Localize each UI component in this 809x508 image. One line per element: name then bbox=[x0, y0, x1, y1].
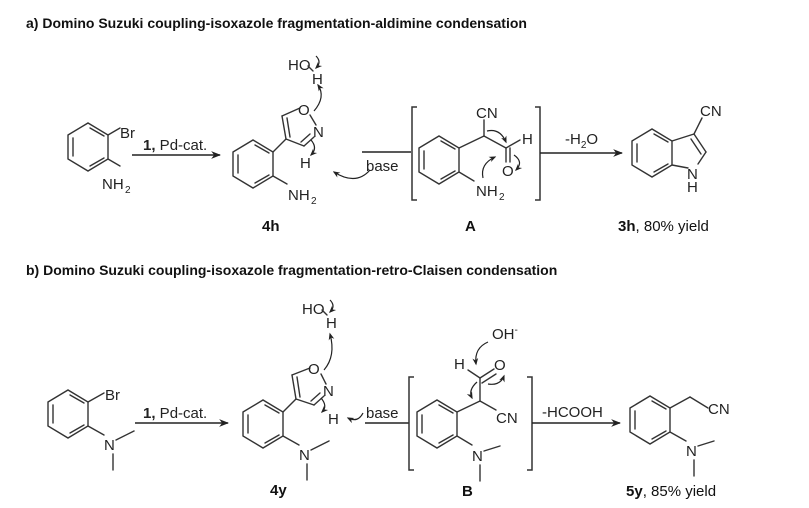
scheme-b-step1: 1, Pd-cat. bbox=[135, 405, 229, 427]
benzene-ring bbox=[67, 122, 109, 172]
curly-arrow-icon bbox=[320, 397, 329, 414]
water-HO: HO bbox=[302, 301, 325, 318]
curly-arrow-icon bbox=[481, 156, 497, 179]
compound-label: A bbox=[465, 218, 476, 235]
amine-label: N bbox=[299, 447, 310, 464]
benzene-ring bbox=[631, 128, 673, 178]
scheme-b-step3: -HCOOH bbox=[532, 404, 621, 427]
cyano-label: CN bbox=[496, 410, 518, 427]
scheme-a-step1: 1, Pd-cat. bbox=[132, 137, 221, 159]
curly-arrow-icon bbox=[487, 374, 505, 385]
ring-hydrogen: H bbox=[300, 155, 311, 172]
compound-4y: N O N H HO H 4y bbox=[242, 299, 364, 499]
reagent-label: -H2O bbox=[565, 131, 598, 151]
aldehyde-H: H bbox=[454, 356, 465, 373]
aldehyde-O: O bbox=[494, 357, 506, 374]
benzene-ring bbox=[629, 395, 671, 445]
cyano-label: CN bbox=[476, 105, 498, 122]
amine-label: N bbox=[686, 443, 697, 460]
curly-arrow-icon bbox=[314, 55, 323, 70]
scheme-a-heading: a) Domino Suzuki coupling-isoxazole frag… bbox=[26, 15, 527, 31]
curly-arrow-icon bbox=[309, 139, 318, 157]
amine-label: N bbox=[472, 448, 483, 465]
base-label: base bbox=[366, 405, 399, 422]
aldehyde-H: H bbox=[522, 131, 533, 148]
curly-arrow-icon bbox=[466, 381, 478, 400]
cyano-label: CN bbox=[700, 103, 722, 120]
compound-label: B bbox=[462, 483, 473, 500]
isoxazole-ring bbox=[282, 367, 327, 413]
compound-4h: NH 2 O N H HO H 4h bbox=[232, 55, 371, 235]
amine-label: NH bbox=[476, 183, 498, 200]
intermediate-A: CN H O NH 2 A bbox=[411, 105, 541, 235]
benzene-ring bbox=[232, 139, 274, 189]
right-bracket bbox=[535, 106, 541, 201]
curly-arrow-icon bbox=[346, 412, 364, 424]
reagent-label: -HCOOH bbox=[542, 404, 603, 421]
right-bracket bbox=[527, 376, 533, 471]
curly-arrow-icon bbox=[332, 169, 371, 180]
curly-arrow-icon bbox=[323, 332, 335, 371]
benzene-ring bbox=[418, 135, 460, 185]
benzene-ring bbox=[47, 389, 89, 439]
amine-subscript: 2 bbox=[125, 185, 131, 196]
scheme-b-heading: b) Domino Suzuki coupling-isoxazole frag… bbox=[26, 262, 557, 278]
base-label: base bbox=[366, 158, 399, 175]
indole-N: N bbox=[687, 166, 698, 183]
ring-hydrogen: H bbox=[328, 411, 339, 428]
product-label: 5y, 85% yield bbox=[626, 483, 716, 500]
water-HO: HO bbox=[288, 57, 311, 74]
bromine-label: Br bbox=[120, 125, 135, 142]
isoxazole-ring bbox=[272, 107, 317, 153]
intermediate-B: CN H O OH- N B bbox=[408, 325, 533, 500]
cyano-label: CN bbox=[708, 401, 730, 418]
compound-label: 4h bbox=[262, 218, 280, 235]
ring-oxygen: O bbox=[298, 102, 310, 119]
water-H: H bbox=[312, 71, 323, 88]
ring-nitrogen: N bbox=[323, 383, 334, 400]
bromine-label: Br bbox=[105, 387, 120, 404]
scheme-b-starting-material: Br N bbox=[47, 387, 135, 471]
curly-arrow-icon bbox=[513, 154, 523, 172]
compound-label: 4y bbox=[270, 482, 287, 499]
benzene-ring bbox=[242, 399, 284, 449]
scheme-a-step2: base bbox=[362, 151, 411, 175]
amine-label: NH bbox=[102, 176, 124, 193]
scheme-a-step3: -H2O bbox=[540, 131, 623, 157]
benzene-ring bbox=[416, 399, 458, 449]
left-bracket bbox=[411, 106, 417, 201]
amine-subscript: 2 bbox=[311, 196, 317, 207]
left-bracket bbox=[408, 376, 414, 471]
amine-label: NH bbox=[288, 187, 310, 204]
curly-arrow-icon bbox=[328, 299, 337, 314]
indole-H: H bbox=[687, 179, 698, 196]
compound-5y: CN N 5y, 85% yield bbox=[626, 395, 730, 500]
scheme-b-step2: base bbox=[365, 405, 409, 424]
amine-subscript: 2 bbox=[499, 192, 505, 203]
water-H: H bbox=[326, 315, 337, 332]
curly-arrow-icon bbox=[486, 129, 507, 144]
hydroxide-label: OH- bbox=[492, 325, 518, 343]
product-label: 3h, 80% yield bbox=[618, 218, 709, 235]
reagent-label: 1, Pd-cat. bbox=[143, 137, 207, 154]
aldehyde-O: O bbox=[502, 163, 514, 180]
ring-oxygen: O bbox=[308, 361, 320, 378]
amine-label: N bbox=[104, 437, 115, 454]
curly-arrow-icon bbox=[472, 341, 489, 366]
reagent-label: 1, Pd-cat. bbox=[143, 405, 207, 422]
ring-nitrogen: N bbox=[313, 124, 324, 141]
scheme-a-starting-material: Br NH 2 bbox=[67, 122, 135, 196]
curly-arrow-icon bbox=[313, 83, 324, 112]
compound-3h: N H CN 3h, 80% yield bbox=[618, 103, 722, 235]
